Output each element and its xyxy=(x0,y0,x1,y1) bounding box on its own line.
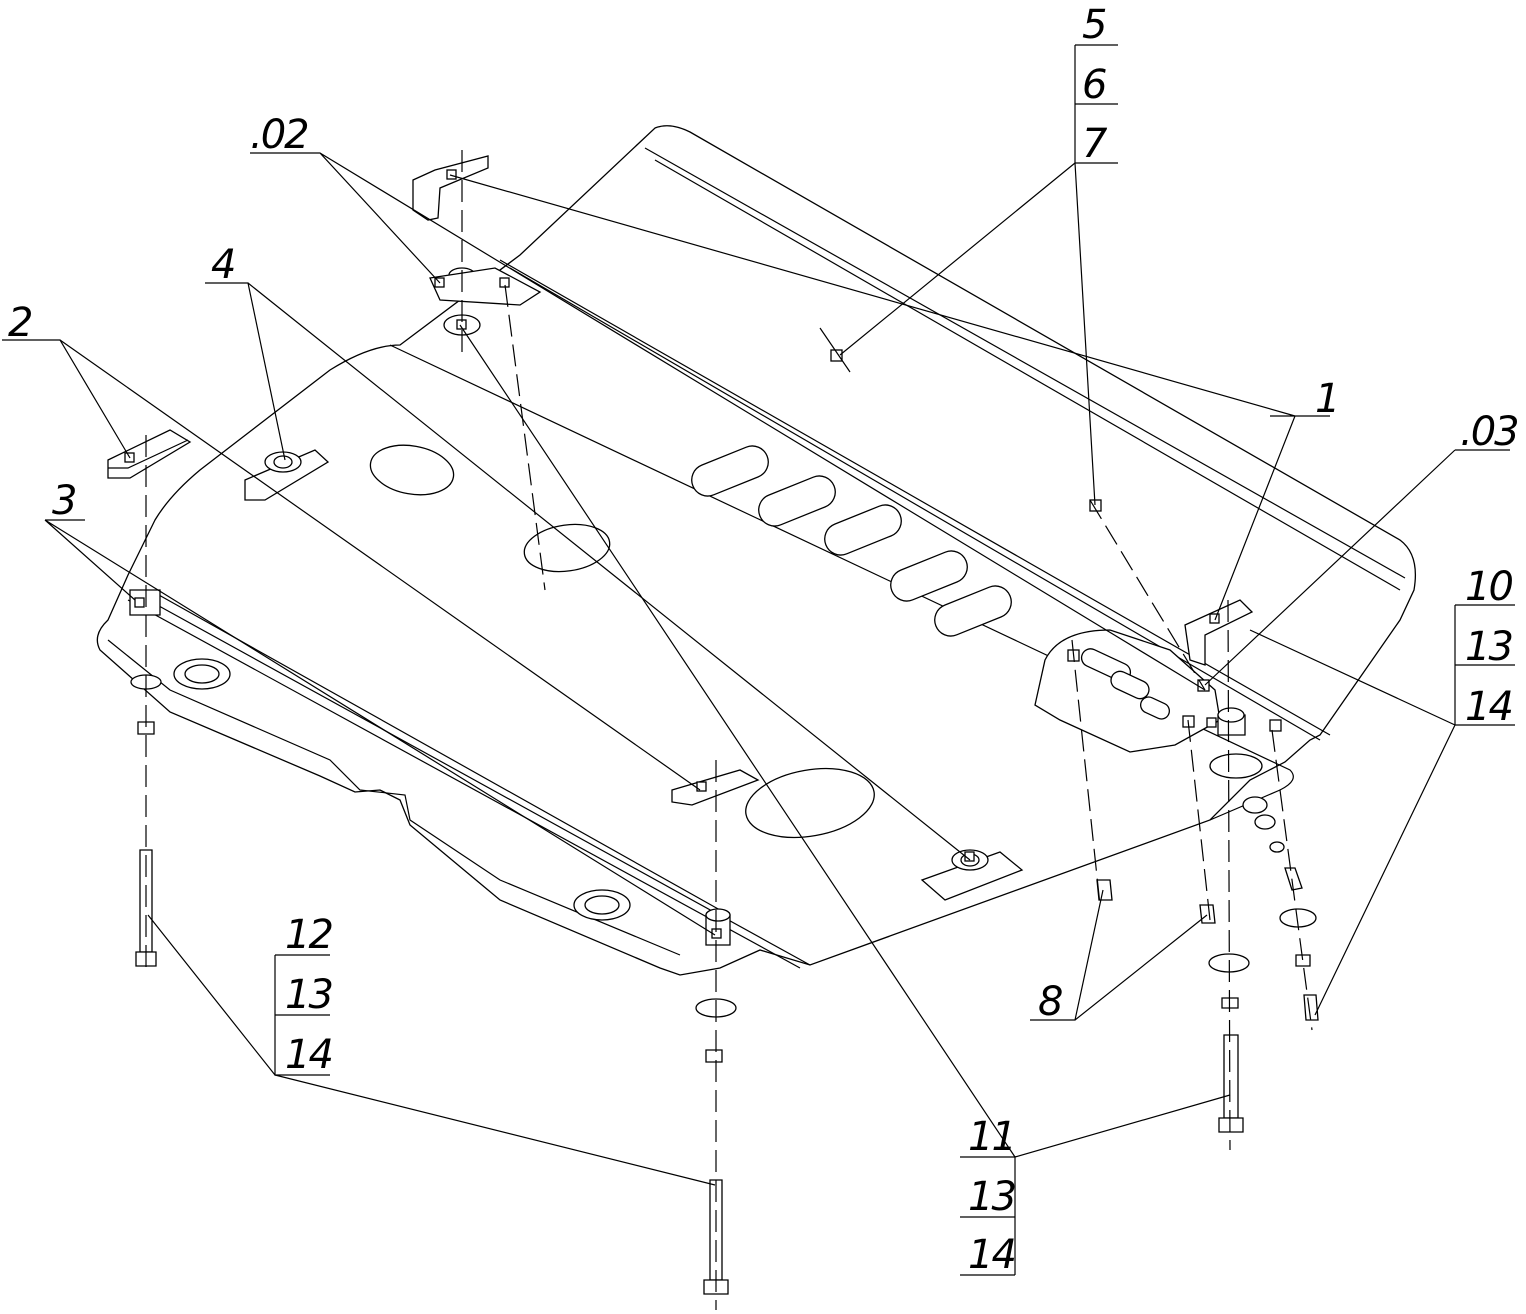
bracket-1-top xyxy=(412,155,489,221)
plate-openings xyxy=(173,444,1263,921)
patch-slot-2 xyxy=(1110,670,1150,700)
label-4: 4 xyxy=(211,242,234,288)
label-5: 5 xyxy=(1082,2,1106,48)
label-6: 6 xyxy=(1082,62,1106,108)
nut-left xyxy=(137,721,155,735)
label-12: 12 xyxy=(285,912,332,958)
bracket-1-right xyxy=(1184,599,1254,666)
patch-slot-3 xyxy=(1140,696,1170,720)
spacer-tube-left xyxy=(129,589,161,616)
vent-slot-1 xyxy=(691,445,769,497)
nut-03 xyxy=(1303,994,1319,1021)
label-13-b: 13 xyxy=(285,972,332,1018)
rivet-nut-8b xyxy=(1199,904,1216,924)
label-14-a: 14 xyxy=(1465,684,1512,730)
label-14-c: 14 xyxy=(968,1232,1015,1278)
label-11: 11 xyxy=(968,1114,1015,1160)
label-1: 1 xyxy=(1315,376,1338,422)
bolt-right xyxy=(1223,1034,1239,1119)
label-8: 8 xyxy=(1038,979,1062,1025)
washer-03-b xyxy=(1254,814,1276,830)
label-02: .02 xyxy=(250,112,308,158)
round-hole-right xyxy=(1209,753,1263,779)
label-7: 7 xyxy=(1082,121,1108,167)
label-10: 10 xyxy=(1465,564,1512,610)
washer-03-a xyxy=(1242,796,1268,814)
stud-03 xyxy=(1284,867,1303,891)
vent-slot-4 xyxy=(890,550,968,602)
label-2: 2 xyxy=(8,300,31,346)
skid-plate-body xyxy=(96,125,1417,976)
vent-slot-2 xyxy=(758,475,836,527)
vent-slot-5 xyxy=(934,585,1012,637)
label-13-c: 13 xyxy=(968,1174,1015,1220)
label-13-a: 13 xyxy=(1465,624,1512,670)
leader-lines xyxy=(2,152,1515,1186)
label-14-b: 14 xyxy=(285,1032,332,1078)
label-03: .03 xyxy=(1460,409,1518,455)
callout-labels: 1 2 3 4 8 .02 .03 5 6 7 10 13 14 12 13 1… xyxy=(8,2,1520,1278)
label-3: 3 xyxy=(52,478,75,524)
captive-nut-left xyxy=(244,449,330,501)
vent-slot-3 xyxy=(824,504,902,556)
nut-6 xyxy=(1089,499,1102,512)
round-hole-center xyxy=(523,523,611,573)
bracket-2-left xyxy=(107,429,192,479)
part-02-plate xyxy=(429,267,542,306)
fasteners xyxy=(130,349,1319,1295)
bracket-2-front xyxy=(671,769,760,806)
nut-front xyxy=(705,1049,723,1063)
round-hole-front xyxy=(745,767,875,839)
nut-7 xyxy=(830,349,843,362)
assembly-axes xyxy=(145,150,1313,1310)
callout-frames xyxy=(274,44,1515,1276)
round-hole-left xyxy=(369,444,455,496)
bracket-group xyxy=(107,155,1254,946)
